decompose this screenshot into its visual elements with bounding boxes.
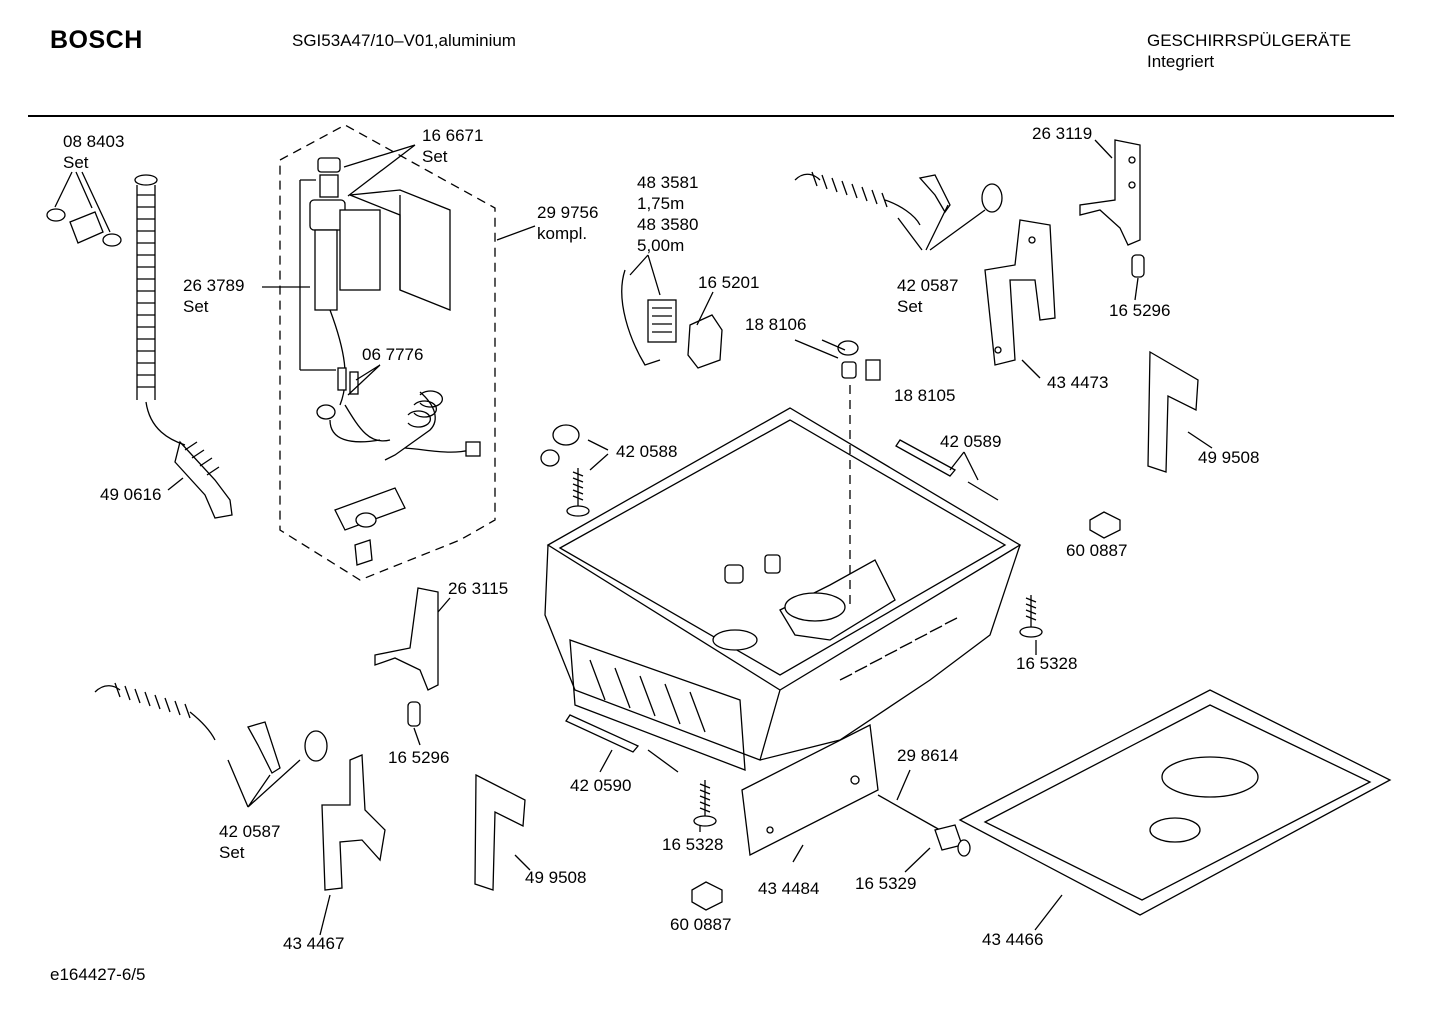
float-switch-housing-part (334, 487, 406, 566)
trim-strip-part-49-9508-left (474, 773, 526, 891)
part-label-60-0887-right: 60 0887 (1066, 541, 1127, 560)
pressure-hose-part (316, 309, 481, 461)
part-label-18-8106: 18 8106 (745, 315, 806, 334)
side-hinge-plate-part-43-4467 (321, 754, 386, 891)
subcategory-title: Integriert (1147, 52, 1215, 71)
part-label-16-5296-top: 16 5296 (1109, 301, 1170, 320)
part-label-26-3119: 26 3119 (1032, 124, 1092, 143)
drain-hose-part (134, 174, 233, 519)
part-label-49-9508-left: 49 9508 (525, 868, 586, 887)
drawing-code: e164427-6/5 (50, 965, 146, 984)
category-title: GESCHIRRSPÜLGERÄTE (1147, 31, 1352, 50)
part-label-49-0616: 49 0616 (100, 485, 161, 504)
part-label-43-4466: 43 4466 (982, 930, 1043, 949)
header-divider (28, 115, 1394, 117)
packing-block-part-60-0887-left (691, 881, 723, 911)
turbidity-sensor-part (837, 340, 881, 381)
part-label-43-4473: 43 4473 (1047, 373, 1108, 392)
plinth-panel-part-43-4484 (741, 724, 879, 856)
plug-contact-part (337, 367, 359, 395)
hinge-bracket-part-26-3119 (1079, 139, 1141, 246)
part-label-06-7776: 06 7776 (362, 345, 423, 364)
part-label-29-8614: 29 8614 (897, 746, 958, 765)
door-spring-set-part-top (794, 171, 1003, 226)
hinge-clip-part-16-5296-bottom (407, 701, 421, 727)
part-label-43-4484: 43 4484 (758, 879, 819, 898)
water-inlet-valve-part (309, 157, 451, 311)
part-label-42-0590: 42 0590 (570, 776, 631, 795)
foot-adjuster-part-42-0588 (540, 424, 590, 517)
knob-part-16-5329 (934, 824, 971, 857)
part-label-18-8105: 18 8105 (894, 386, 955, 405)
kit-boundary-dashed (279, 124, 496, 581)
part-label-16-5329: 16 5329 (855, 874, 916, 893)
brand-logo: BOSCH (50, 26, 143, 54)
part-label-16-5328-center: 16 5328 (662, 835, 723, 854)
part-label-16-5201: 16 5201 (698, 273, 759, 292)
part-label-26-3115: 26 3115 (448, 579, 508, 598)
packing-block-part-60-0887-right (1089, 511, 1121, 539)
side-hinge-plate-part-43-4473 (984, 219, 1056, 366)
part-label-42-0588: 42 0588 (616, 442, 677, 461)
mains-cable-part (621, 269, 677, 366)
trim-strip-part-49-9508-right (1147, 350, 1199, 473)
hinge-bracket-part-26-3115 (374, 587, 439, 691)
door-spring-set-part-bottom (94, 682, 328, 774)
part-label-49-9508-right: 49 9508 (1198, 448, 1259, 467)
model-title: SGI53A47/10–V01,aluminium (292, 31, 516, 50)
adjustable-foot-part-16-5328-right (1019, 595, 1043, 638)
rail-part-42-0589 (895, 439, 999, 501)
part-label-42-0589: 42 0589 (940, 432, 1001, 451)
dishwasher-tub-body (544, 407, 1022, 771)
suppression-filter-part (687, 314, 723, 369)
leader-lines (54, 139, 1213, 936)
adjustable-foot-part-16-5328-center (693, 780, 717, 827)
hose-clamp-set-part (46, 208, 122, 247)
rail-part-42-0590 (565, 714, 679, 773)
part-label-16-5328-right: 16 5328 (1016, 654, 1077, 673)
base-plate-part-43-4466 (958, 689, 1392, 916)
part-label-43-4467: 43 4467 (283, 934, 344, 953)
part-label-60-0887-left: 60 0887 (670, 915, 731, 934)
hinge-clip-part-16-5296-top (1131, 254, 1145, 278)
part-label-16-5296-bottom: 16 5296 (388, 748, 449, 767)
rod-part-29-8614 (877, 794, 941, 831)
